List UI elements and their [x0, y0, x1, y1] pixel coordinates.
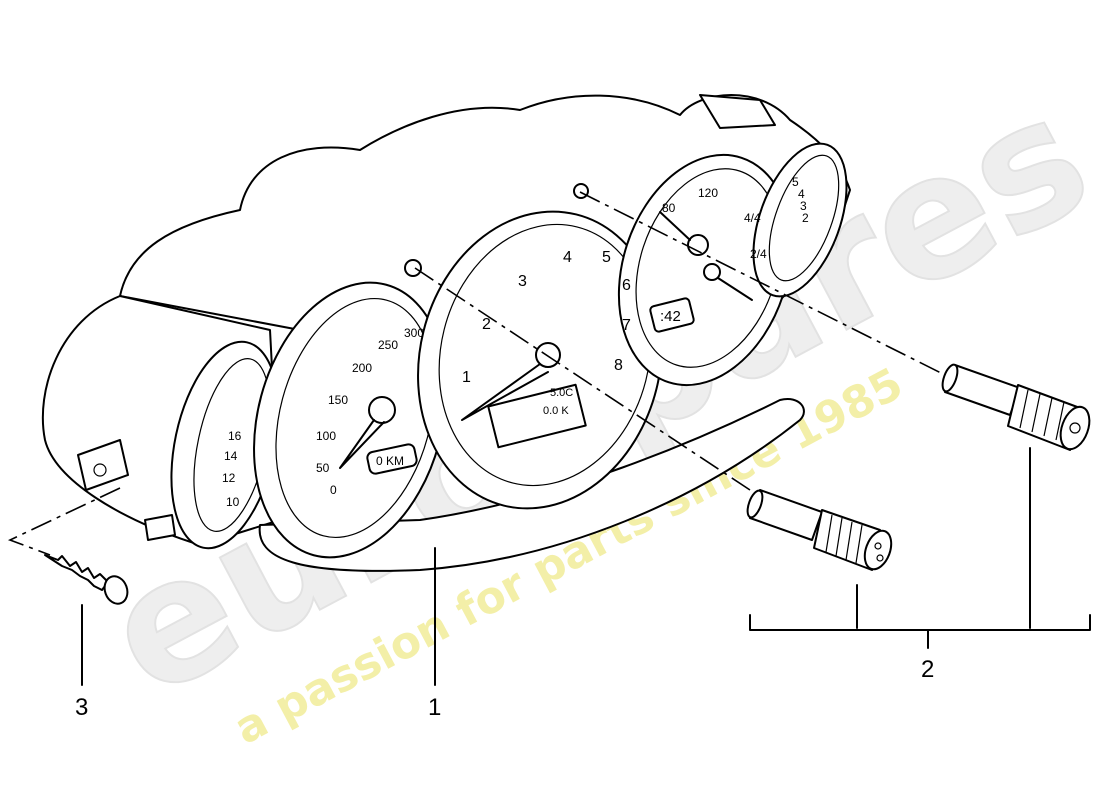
speedometer-needle	[339, 419, 385, 469]
clock-display	[649, 297, 695, 333]
screw-head	[103, 575, 129, 605]
right-gauge-scale: 5 4 3 2	[792, 175, 809, 225]
left-gauge-tick: 16	[228, 429, 242, 443]
clock-value: :42	[660, 308, 681, 325]
assembly-line-screw	[7, 487, 121, 556]
speedo-tick: 100	[316, 429, 336, 443]
cluster-visor	[258, 398, 805, 572]
speedo-tick: 200	[352, 361, 372, 375]
odometer-value: 0 KM	[376, 454, 404, 468]
button-socket-left	[404, 259, 422, 277]
tachometer-scale: 1 2 3 4 5 6 7 8 5.0C 0.0 K	[462, 249, 631, 417]
fuel-tick: 80	[662, 201, 676, 215]
speedo-tick: 150	[328, 393, 348, 407]
knob-shaft-end	[941, 363, 959, 393]
callout-1: 1	[428, 694, 441, 721]
fuel-gauge-hub	[687, 234, 709, 256]
right-gauge-tick: 4	[798, 187, 805, 201]
callout-2: 2	[921, 656, 934, 683]
tacho-tick: 8	[614, 357, 623, 374]
speedo-tick: 0	[330, 483, 337, 497]
instrument-cluster	[41, 94, 851, 572]
left-gauge-tick: 10	[226, 495, 240, 509]
right-gauge-tick: 3	[800, 199, 807, 213]
knob-hole	[876, 554, 884, 562]
mounting-stud	[144, 514, 176, 541]
left-gauge-tick: 14	[224, 449, 238, 463]
tacho-tick: 2	[482, 316, 491, 333]
knob-shaft-end	[746, 489, 764, 519]
assembly-line-knob-1	[414, 267, 751, 491]
speedo-tick: 300	[404, 326, 424, 340]
speedometer-face	[275, 297, 435, 539]
fuel-tick: 4/4	[744, 211, 761, 225]
tacho-lcd-line-2: 0.0 K	[543, 405, 569, 417]
speedometer-scale: 0 50 100 150 200 250 300 0 KM	[316, 326, 424, 497]
knob-face	[1059, 405, 1091, 451]
knob-grip-ridges	[825, 514, 863, 564]
fuel-gauge-needle-1	[659, 211, 691, 241]
bracket-2	[749, 614, 1091, 631]
tacho-tick: 7	[622, 317, 631, 334]
knob-grip-ridges	[1019, 389, 1065, 441]
screw-shank	[44, 554, 109, 591]
screw	[44, 554, 129, 605]
fuel-tick: 2/4	[750, 247, 767, 261]
left-gauge-scale: 16 14 12 10	[222, 429, 242, 509]
adjustment-knob-1	[746, 489, 893, 571]
adjustment-knob-2	[941, 363, 1091, 451]
speedo-tick: 50	[316, 461, 330, 475]
fuel-gauge-needle-2	[717, 277, 753, 301]
tachometer-face	[438, 223, 652, 487]
tacho-tick: 5	[602, 249, 611, 266]
left-gauge-tick: 12	[222, 471, 236, 485]
tacho-lcd	[487, 383, 587, 449]
fuel-gauge-scale: 80 120 4/4 2/4 :42	[660, 186, 767, 325]
tacho-tick: 1	[462, 369, 471, 386]
fuel-gauge-hub-2	[703, 263, 721, 281]
knob-hole	[874, 542, 882, 550]
button-socket-right	[573, 183, 589, 199]
right-gauge-face	[768, 154, 840, 282]
knob-face	[863, 529, 893, 571]
right-gauge-ring	[752, 142, 848, 298]
odometer-display	[366, 443, 418, 475]
left-tab-hole	[93, 463, 107, 477]
tacho-tick: 4	[563, 249, 572, 266]
right-gauge-tick: 5	[792, 175, 799, 189]
assembly-lines	[7, 191, 946, 556]
leader-lines	[81, 447, 1091, 686]
speedometer-hub	[368, 396, 396, 424]
callout-3: 3	[75, 694, 88, 721]
tacho-lcd-line-1: 5.0C	[550, 387, 573, 399]
tacho-tick: 3	[518, 273, 527, 290]
fuel-tick: 120	[698, 186, 718, 200]
knob-center	[1069, 422, 1081, 434]
assembly-line-knob-2	[579, 191, 946, 376]
tachometer-needle	[461, 363, 549, 421]
speedo-tick: 250	[378, 338, 398, 352]
right-gauge-tick: 2	[802, 211, 809, 225]
tacho-tick: 6	[622, 277, 631, 294]
right-top-tab	[699, 94, 776, 129]
